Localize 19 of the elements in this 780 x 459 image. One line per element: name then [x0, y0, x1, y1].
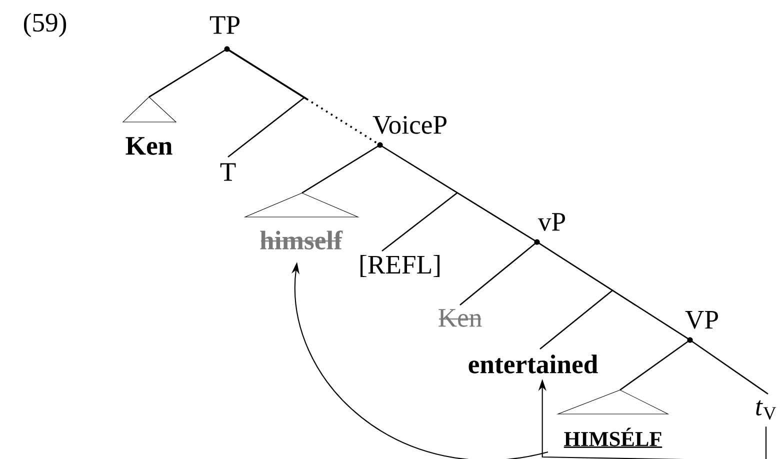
phrase-label: TP [210, 16, 240, 52]
tree-branch [620, 339, 690, 391]
phrase-label: VP [685, 311, 718, 343]
tree-label: T [220, 163, 236, 181]
tree-branch [382, 192, 458, 252]
tree-branch [540, 289, 614, 350]
tree-branch [380, 144, 538, 243]
tree-branch [228, 96, 306, 158]
tree-label: [REFL] [360, 254, 440, 278]
tree-branch [460, 241, 538, 306]
phrase-label: VoiceP [372, 116, 446, 148]
tree-label: t$_{V}$ [756, 400, 776, 420]
example-number: (59) [24, 12, 66, 38]
tree-branch [690, 339, 768, 395]
tree-branch [536, 241, 690, 341]
tree-label: entertained [468, 354, 598, 374]
phrase-label: vP [534, 213, 566, 245]
tree-branch [148, 48, 228, 98]
tree-branch [302, 144, 380, 194]
